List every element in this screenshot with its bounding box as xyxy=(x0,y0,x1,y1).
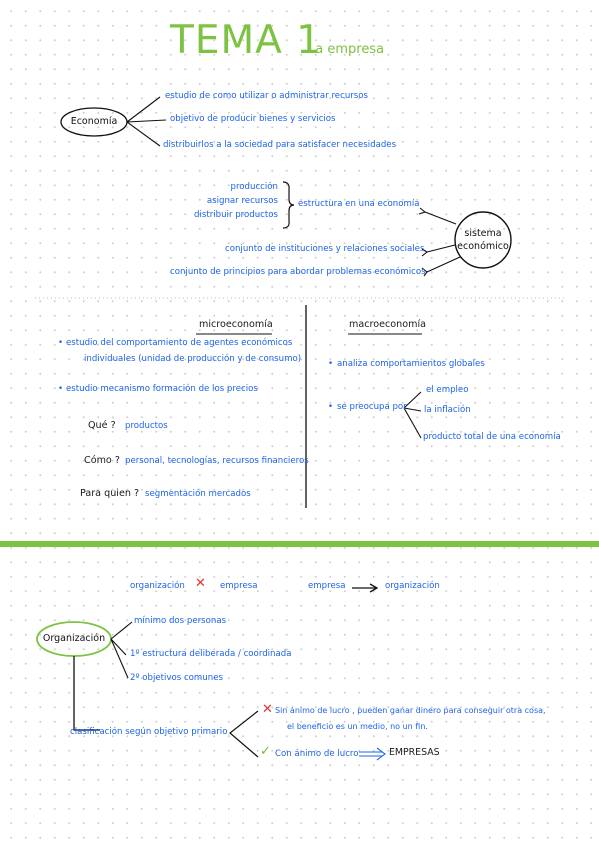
question-que: Qué ? xyxy=(88,420,116,431)
cross-icon: ✕ xyxy=(195,576,206,591)
compare-arrow-head xyxy=(369,583,379,593)
concern-branches xyxy=(403,391,422,439)
sistema-item-1: conjunto de instituciones y relaciones s… xyxy=(225,244,425,254)
question-como: Cómo ? xyxy=(84,455,120,466)
economia-item-1: estudio de como utilizar o administrar r… xyxy=(165,91,369,101)
economia-item-3: distribuirlos a la sociedad para satisfa… xyxy=(163,140,397,150)
micro-bullet-1-line2: individuales (unidad de producción y de … xyxy=(84,354,302,364)
sistema-label-line2: económico xyxy=(457,241,509,252)
macro-bullet-2-dot: • xyxy=(328,402,334,412)
concern-2: la inflación xyxy=(424,405,471,415)
answer-como: personal, tecnologías, recursos financie… xyxy=(125,456,309,466)
brace xyxy=(282,181,295,229)
micro-bullet-1-dot: • xyxy=(58,338,64,348)
micro-bullet-2: estudio mecanismo formación de los preci… xyxy=(66,384,258,394)
micro-bullet-2-dot: • xyxy=(58,384,64,394)
sistema-label-line1: sistema xyxy=(464,228,502,239)
concern-1: el empleo xyxy=(426,385,469,395)
micro-bullet-1-line1: estudio del comportamiento de agentes ec… xyxy=(66,338,293,348)
arrow-heads xyxy=(418,207,428,277)
organizacion-item-3: 2º objetivos comunes xyxy=(130,673,223,683)
brace-item-1: producción xyxy=(230,182,278,192)
compare-right-b: organización xyxy=(385,581,440,591)
economia-label: Economía xyxy=(70,116,118,127)
answer-que: productos xyxy=(125,421,168,431)
brace-item-2: asignar recursos xyxy=(206,196,278,206)
macro-bullet-1-dot: • xyxy=(328,359,334,369)
concern-3: producto total de una economía xyxy=(423,432,561,442)
macro-heading: macroeconomía xyxy=(349,319,426,330)
economia-branches xyxy=(126,96,167,147)
compare-right-a: empresa xyxy=(308,581,346,591)
red-x-icon: ✕ xyxy=(262,702,273,717)
profit-result: EMPRESAS xyxy=(389,747,440,758)
organizacion-stem xyxy=(73,656,100,731)
economia-item-2: objetivo de producir bienes y servicios xyxy=(170,114,336,124)
organizacion-item-1: mínimo dos personas xyxy=(134,616,227,626)
organizacion-branches xyxy=(110,621,133,679)
page-subtitle: La empresa xyxy=(308,42,385,57)
question-para-quien: Para quien ? xyxy=(80,488,140,499)
compare-left-b: empresa xyxy=(220,581,258,591)
double-arrow xyxy=(359,747,386,761)
answer-para-quien: segmentación mercados xyxy=(145,489,251,499)
macro-bullet-2: se preocupa por xyxy=(337,402,407,412)
no-profit-line2: el beneficio es un medio, no un fin. xyxy=(287,722,428,731)
classification-branches xyxy=(229,710,259,758)
classification-label: clasificación según objetivo primario xyxy=(70,727,228,737)
page-title: TEMA 1 xyxy=(170,18,323,63)
brace-item-3: distribuir productos xyxy=(194,210,278,220)
compare-left-a: organización xyxy=(130,581,185,591)
sistema-bubble xyxy=(454,211,512,269)
no-profit-line1: Sin ánimo de lucro , pueden ganar dinero… xyxy=(275,706,546,715)
sistema-arrows xyxy=(424,211,461,273)
section-divider xyxy=(0,541,599,547)
micro-heading: microeconomía xyxy=(199,319,273,330)
brace-result: estructura en una economía xyxy=(298,199,420,209)
organizacion-item-2: 1º estructura deliberada / coordinada xyxy=(130,649,292,659)
check-icon: ✓ xyxy=(260,744,271,759)
macro-bullet-1: analiza comportamientos globales xyxy=(337,359,485,369)
profit-label: Con ánimo de lucro xyxy=(275,749,359,759)
organizacion-label: Organización xyxy=(42,633,106,644)
sistema-item-2: conjunto de principios para abordar prob… xyxy=(170,267,426,277)
